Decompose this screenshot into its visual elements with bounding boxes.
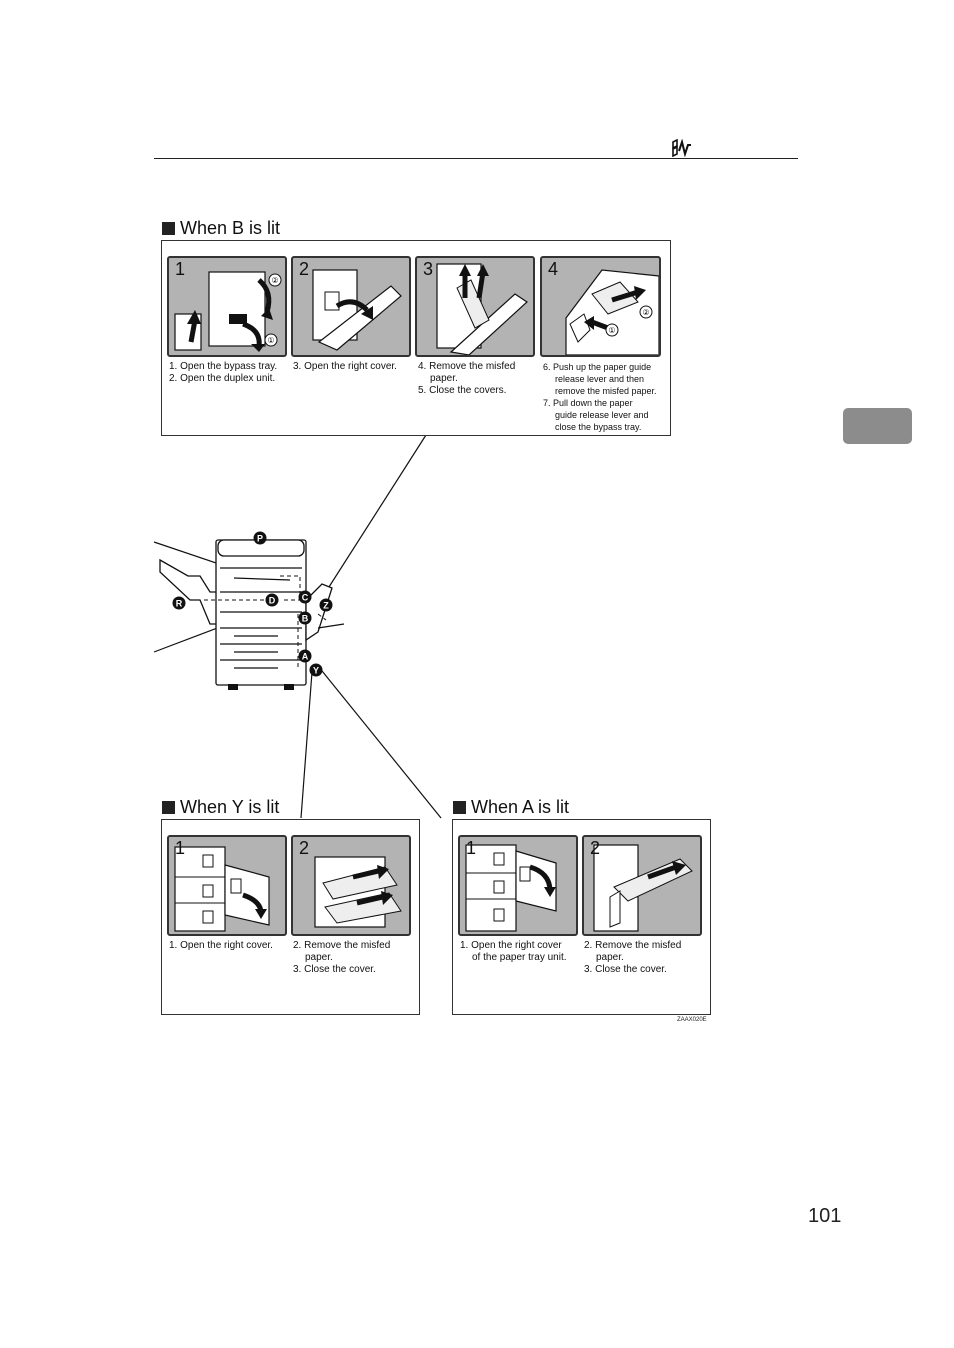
step-image-b-2: 2 bbox=[291, 256, 411, 357]
caption-line: 4. Remove the misfed bbox=[418, 361, 516, 372]
step-number: 1 bbox=[175, 838, 186, 858]
step-image-a-1: 1 bbox=[458, 835, 578, 936]
drawing-code: ZAAX020E bbox=[677, 1017, 707, 1023]
caption-line: 2. Remove the misfed bbox=[584, 940, 682, 951]
circled-two: ② bbox=[642, 308, 649, 317]
step-number: 2 bbox=[299, 259, 310, 279]
header-rule bbox=[154, 158, 798, 159]
caption-line: remove the misfed paper. bbox=[555, 386, 657, 396]
step-image-y-1: 1 bbox=[167, 835, 287, 936]
caption-b-4: 6. Push up the paper guide release lever… bbox=[543, 361, 669, 433]
caption-line: 3. Close the cover. bbox=[293, 964, 376, 975]
step-image-y-2: 2 bbox=[291, 835, 411, 936]
caption-line: of the paper tray unit. bbox=[472, 952, 567, 963]
caption-line: paper. bbox=[430, 373, 458, 384]
caption-y-1: 1. Open the right cover. bbox=[169, 940, 289, 952]
step-number: 2 bbox=[299, 838, 310, 858]
section-title-b: When B is lit bbox=[162, 218, 280, 239]
step-image-b-1: ② ① 1 bbox=[167, 256, 287, 357]
caption-a-2: 2. Remove the misfed paper. 3. Close the… bbox=[584, 940, 706, 976]
machine-label-r: R bbox=[176, 599, 183, 609]
caption-line: 7. Pull down the paper bbox=[543, 398, 633, 408]
caption-line: 2. Remove the misfed bbox=[293, 940, 391, 951]
step-number: 4 bbox=[548, 259, 559, 279]
paper-jam-icon bbox=[672, 139, 691, 157]
step-image-b-3: 3 bbox=[415, 256, 535, 357]
section-marker bbox=[162, 222, 175, 235]
machine-label-c: C bbox=[302, 593, 309, 603]
machine-label-a: A bbox=[302, 652, 309, 662]
section-marker bbox=[453, 801, 466, 814]
caption-b-3: 4. Remove the misfed paper. 5. Close the… bbox=[418, 361, 538, 397]
caption-b-2: 3. Open the right cover. bbox=[293, 361, 413, 373]
caption-line: 2. Open the duplex unit. bbox=[169, 373, 276, 384]
machine-label-y: Y bbox=[313, 666, 319, 676]
caption-line: 5. Close the covers. bbox=[418, 385, 507, 396]
step-number: 2 bbox=[590, 838, 601, 858]
caption-line: paper. bbox=[596, 952, 624, 963]
caption-line: 1. Open the right cover. bbox=[169, 940, 273, 951]
caption-b-1: 1. Open the bypass tray. 2. Open the dup… bbox=[169, 361, 289, 385]
caption-y-2: 2. Remove the misfed paper. 3. Close the… bbox=[293, 940, 413, 976]
section-title-b-text: When B is lit bbox=[180, 218, 281, 238]
machine-label-b: B bbox=[302, 614, 309, 624]
page-number: 101 bbox=[808, 1205, 842, 1227]
machine-label-p: P bbox=[257, 534, 263, 544]
section-marker bbox=[162, 801, 175, 814]
step-image-a-2: 2 bbox=[582, 835, 702, 936]
section-title-y-text: When Y is lit bbox=[180, 797, 280, 817]
caption-line: guide release lever and bbox=[555, 410, 649, 420]
caption-line: 1. Open the bypass tray. bbox=[169, 361, 278, 372]
machine-label-d: D bbox=[269, 596, 276, 606]
caption-line: 6. Push up the paper guide bbox=[543, 362, 652, 372]
step-number: 1 bbox=[175, 259, 186, 279]
section-title-a: When A is lit bbox=[453, 797, 569, 818]
circled-two: ② bbox=[271, 276, 278, 285]
machine-label-z: Z bbox=[323, 601, 329, 611]
section-title-y: When Y is lit bbox=[162, 797, 279, 818]
caption-line: 1. Open the right cover bbox=[460, 940, 562, 951]
caption-a-1: 1. Open the right cover of the paper tra… bbox=[460, 940, 582, 964]
step-number: 3 bbox=[423, 259, 434, 279]
step-image-b-4: ② ① 4 bbox=[540, 256, 661, 357]
caption-line: 3. Open the right cover. bbox=[293, 361, 397, 372]
step-number: 1 bbox=[466, 838, 477, 858]
section-title-a-text: When A is lit bbox=[471, 797, 570, 817]
caption-line: release lever and then bbox=[555, 374, 645, 384]
caption-line: close the bypass tray. bbox=[555, 422, 642, 432]
circled-one: ① bbox=[267, 336, 274, 345]
chapter-tab bbox=[843, 408, 912, 444]
circled-one: ① bbox=[608, 326, 615, 335]
caption-line: 3. Close the cover. bbox=[584, 964, 667, 975]
caption-line: paper. bbox=[305, 952, 333, 963]
